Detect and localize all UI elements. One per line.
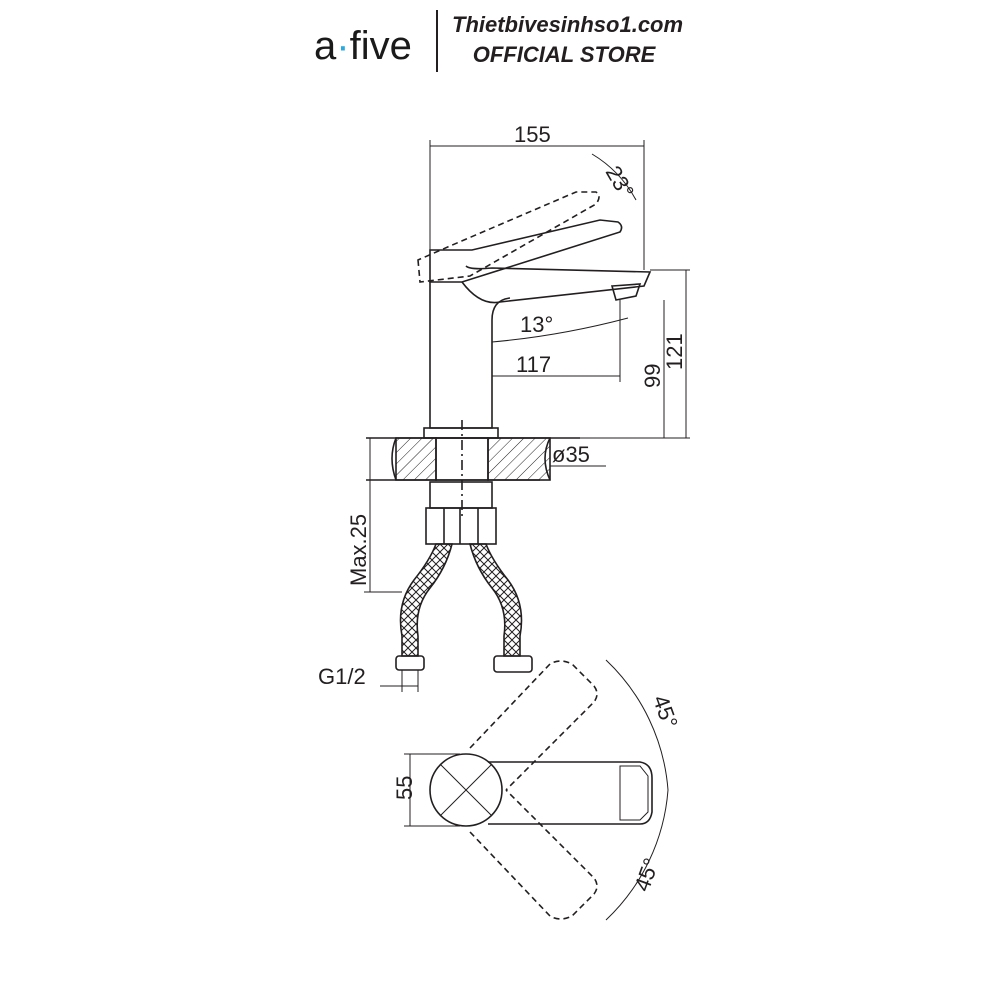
dim-total-height: 121 [662,333,687,370]
dim-thread: G1/2 [318,664,366,689]
faucet-base-ring [423,427,499,439]
top-view-lever-rotated-up [469,660,598,791]
dim-max-counter: Max.25 [346,514,371,586]
dimension-lines [364,140,690,692]
faucet-spout [461,265,652,304]
store-site: Thietbivesinhso1.com [452,12,684,37]
counter-right-section [487,437,551,481]
brand-logo: a·five [314,22,412,70]
dim-spout-reach: 117 [516,352,551,377]
top-view-labels: 55 45° 45° [392,692,683,895]
faucet-lever-raised [417,191,600,283]
top-view-body [429,753,503,827]
dim-handle-width: 55 [392,776,417,800]
dim-spout-height: 99 [640,364,665,388]
brand-logo-dot: · [336,24,350,68]
hose-fitting-right [493,655,533,673]
store-name: OFFICIAL STORE [472,42,656,67]
hose-right [468,543,523,657]
top-view [429,660,653,920]
mounting-nut-lower [425,507,497,545]
dim-rotation-top: 45° [648,692,683,732]
dim-width-overall: 155 [514,122,551,147]
side-view [366,191,652,673]
faucet-body [429,282,493,429]
dim-spout-angle: 13° [520,312,553,337]
header: a·five Thietbivesinhso1.com OFFICIAL STO… [0,0,1000,80]
hose-fitting-left [395,655,425,671]
header-divider [436,10,438,72]
top-view-dimensions [404,659,669,921]
spout-aerator [610,283,642,301]
counter-left-section [395,437,437,481]
dim-base-diameter: ø35 [552,442,590,467]
faucet-lever [429,219,623,283]
dim-rotation-bottom: 45° [629,855,664,895]
store-label: Thietbivesinhso1.com OFFICIAL STORE [452,10,684,70]
brand-logo-prefix: a [314,24,337,68]
hose-left [399,543,454,657]
brand-logo-suffix: five [349,24,412,68]
dim-lever-angle: 23° [601,161,639,202]
top-view-lever-rotated-down [469,789,598,920]
top-view-lever [488,761,653,825]
mounting-nut [429,481,493,509]
